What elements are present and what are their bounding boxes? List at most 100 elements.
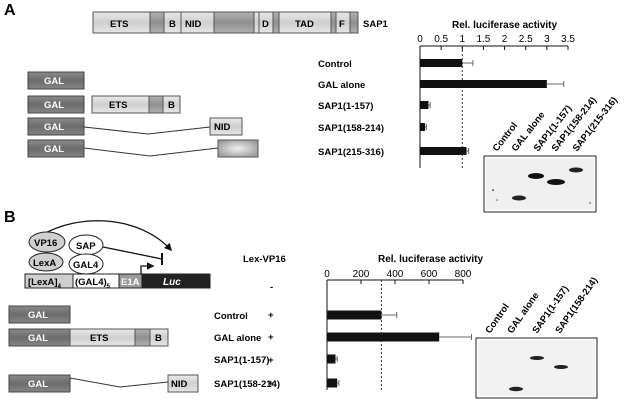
panel-b-constructs: GAL GAL ETS B GAL NID [8,305,199,393]
domain-tad-label: TAD [295,19,314,30]
x-tick-label: 1 [460,34,466,45]
domain-nid-label: NID [185,19,202,30]
category-label: SAP1(158-214) [318,123,384,134]
category-label: GAL alone [214,333,261,344]
blot-a-background [486,158,594,210]
blot-a-band [528,173,544,179]
x-tick-label: 200 [353,269,370,280]
activation-arrow [39,220,173,252]
blot-a-band [569,167,583,173]
lexa-site-label: [LexA]4 [28,277,62,290]
panel-a-bar-chart: Rel. luciferase activity 0 0.5 1 1.5 2 2.5 3 3.5… [318,20,575,170]
x-tick-label: 0 [324,269,330,280]
blot-b-band [554,365,568,369]
lex-vp16-value: + [268,355,274,366]
domain-spacer-2 [253,11,260,34]
lex-vp16-value: + [268,310,274,321]
domain-spacer-4 [330,11,337,34]
reporter-diagram: VP16 SAP LexA GAL4 [LexA]4 (GAL4)5 E1A L… [24,220,211,290]
sap1-domain-map: ETS B NID D TAD F SAP1 [92,11,389,34]
panel-b-western-blot: Control GAL alone SAP1(1-157) SAP1(158-2… [475,275,600,399]
deletion-line [69,377,169,388]
blot-a-band [547,179,565,185]
blot-b-band [530,356,544,360]
bar [327,354,336,364]
deletion-line [83,126,211,135]
category-label: SAP1(1-157) [214,355,269,366]
construct-gal-158-214 [8,374,71,393]
bar [420,59,463,67]
bar [420,80,547,88]
inhibition-line [102,246,163,260]
bar [420,101,429,109]
protein-name-label: SAP1 [363,19,389,30]
category-label: GAL alone [318,80,365,91]
construct-b-label: B [155,333,162,344]
bar [327,332,440,342]
x-tick-label: 1.5 [476,34,490,45]
domain-spacer-1 [149,11,165,34]
construct-gal-label: GAL [44,100,64,111]
e1a-label: E1A [121,277,140,288]
vp16-label: VP16 [34,238,57,249]
blot-a-speck [496,199,498,201]
construct-gal-alone [8,305,71,324]
category-label: Control [318,59,352,70]
blot-a-speck [492,189,494,191]
gal4-label: GAL4 [73,260,99,271]
x-tick-label: 0.5 [434,34,448,45]
construct-spacer [148,95,164,114]
x-tick-label: 600 [421,269,438,280]
blot-b-background [478,340,595,396]
category-label: SAP1(158-214) [214,379,280,390]
construct-gal-158-214 [27,117,85,136]
domain-c-term [349,11,359,34]
construct-gal-1-157 [27,95,85,114]
chart-title: Rel. luciferase activity [452,20,557,31]
bar [327,310,382,320]
category-label: SAP1(215-316) [318,147,384,158]
lex-vp16-value: + [268,332,274,343]
luc-box [141,273,211,289]
x-tick-label: 2 [502,34,508,45]
promoter-arrow [140,262,155,274]
lexa-label: LexA [33,258,56,269]
gal4-site-label: (GAL4)5 [75,277,111,290]
construct-gal-label: GAL [28,333,48,344]
lex-vp16-header: Lex-VP16 [243,254,286,265]
construct-gal-alone [27,71,85,90]
construct-b-label: B [168,100,175,111]
panel-a-western-blot: Control GAL alone SAP1(1-157) SAP1(158-2… [483,95,620,213]
x-tick-label: 3 [544,34,550,45]
domain-f-label: F [339,19,345,30]
construct-gal-label: GAL [28,379,48,390]
category-label: SAP1(1-157) [318,101,373,112]
x-tick-label: 3.5 [561,34,575,45]
construct-blob [217,139,259,158]
construct-gal-label: GAL [28,310,48,321]
construct-b [162,95,181,114]
panel-b-letter: B [4,209,16,226]
blot-a-band [512,195,526,201]
construct-nid [167,374,199,393]
lexa-oval [28,252,64,272]
x-tick-label: 2.5 [519,34,533,45]
bar [327,378,338,388]
construct-spacer [134,328,151,347]
construct-nid [209,117,243,136]
luc-label: Luc [163,277,181,288]
lex-vp16-value: + [268,378,274,389]
domain-blob [213,11,255,34]
domain-d-label: D [262,19,269,30]
blot-b-band [509,386,523,392]
x-tick-label: 400 [387,269,404,280]
domain-spacer-3 [272,11,280,34]
x-tick-label: 0 [417,34,423,45]
sap-label: SAP [76,241,96,252]
construct-b [149,328,169,347]
chart-title: Rel. luciferase activity [378,254,483,265]
panel-a-letter: A [4,2,16,19]
vp16-oval [28,231,66,253]
